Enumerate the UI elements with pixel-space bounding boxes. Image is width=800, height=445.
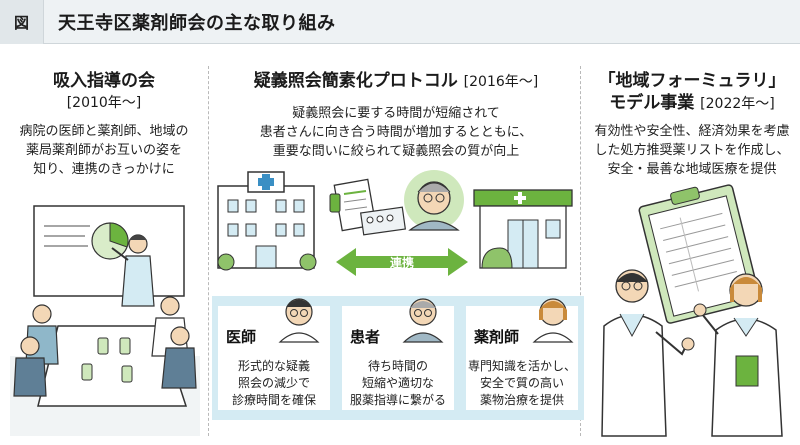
role-label-patient: 患者 bbox=[350, 328, 381, 346]
arrow-label: 連携 bbox=[390, 255, 414, 270]
prescription-icon bbox=[329, 178, 407, 236]
column-divider-left bbox=[208, 66, 209, 436]
pharmacy-icon bbox=[473, 189, 573, 269]
patient-icon bbox=[404, 170, 464, 231]
pharmacist-icon bbox=[532, 298, 574, 343]
role-text-doctor: 形式的な疑義 照会の減少で 診療時間を確保 bbox=[231, 359, 316, 407]
collaboration-arrow bbox=[336, 248, 468, 276]
patient-icon bbox=[402, 298, 444, 343]
figure-label: 図 bbox=[0, 0, 44, 44]
roles-panel: 医師 形式的な疑義 照会の減少で 診療時間を確保 患者 待ち時間の 短縮や適切な… bbox=[212, 296, 584, 420]
meeting-illustration bbox=[10, 205, 200, 436]
formulary-illustration bbox=[601, 184, 783, 437]
role-text-patient: 待ち時間の 短縮や適切な 服薬指導に繋がる bbox=[349, 359, 446, 407]
collaboration-illustration: 連携 bbox=[217, 170, 573, 276]
middle-title: 疑義照会簡素化プロトコル [2016年〜] bbox=[253, 71, 539, 91]
doctor-icon bbox=[278, 298, 320, 343]
left-description: 病院の医師と薬剤師、地域の 薬局薬剤師がお互いの姿を 知り、連携のきっかけに bbox=[19, 124, 189, 177]
middle-description: 疑義照会に要する時間が短縮されて 患者さんに向き合う時間が増加するとともに、 重… bbox=[259, 106, 533, 159]
role-card-pharmacist: 薬剤師 専門知識を活かし、 安全で質の高い 薬物治療を提供 bbox=[466, 298, 578, 410]
column-divider-right bbox=[580, 66, 581, 436]
hospital-icon bbox=[217, 171, 317, 271]
role-card-doctor: 医師 形式的な疑義 照会の減少で 診療時間を確保 bbox=[218, 298, 330, 410]
left-title: 吸入指導の会 [2010年〜] bbox=[53, 71, 155, 111]
role-card-patient: 患者 待ち時間の 短縮や適切な 服薬指導に繋がる bbox=[342, 298, 454, 410]
role-text-pharmacist: 専門知識を活かし、 安全で質の高い 薬物治療を提供 bbox=[467, 359, 576, 407]
right-description: 有効性や安全性、経済効果を考慮 した処方推奨薬リストを作成し、 安全・最善な地域… bbox=[594, 124, 790, 177]
right-title: 「地域フォーミュラリ」 モデル事業 [2022年〜] bbox=[598, 71, 786, 113]
figure-title: 天王寺区薬剤師会の主な取り組み bbox=[58, 13, 336, 34]
role-label-doctor: 医師 bbox=[226, 328, 257, 346]
role-label-pharmacist: 薬剤師 bbox=[474, 328, 520, 346]
figure-header: 図 天王寺区薬剤師会の主な取り組み bbox=[0, 0, 800, 44]
